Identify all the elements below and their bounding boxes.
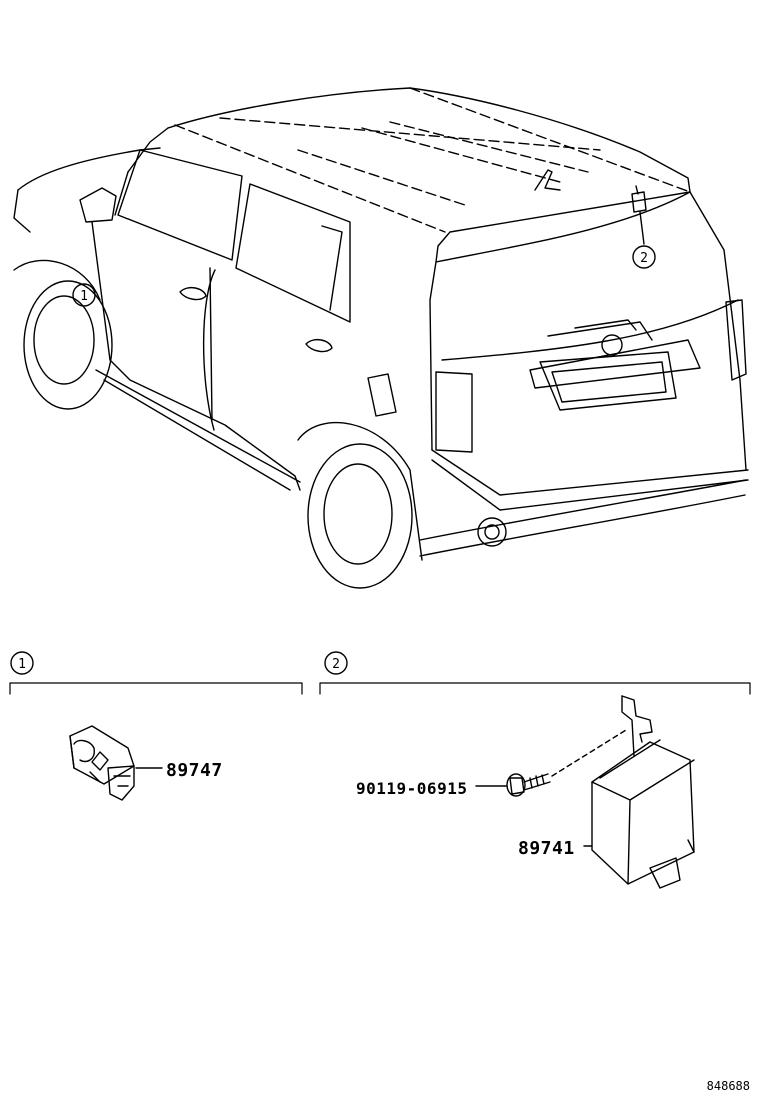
section-1-bracket	[9, 682, 303, 695]
sensor-89747-illustration	[69, 725, 135, 801]
callout-1-on-vehicle	[72, 283, 96, 307]
figure-id: 848688	[707, 1079, 750, 1093]
bolt-90119-06915-illustration	[506, 773, 551, 797]
callout-2-on-vehicle	[632, 245, 656, 269]
module-89741-illustration	[591, 695, 695, 889]
callout-2-label-vehicle: 2	[640, 251, 648, 266]
callout-1-section	[10, 651, 34, 675]
callout-1-label-section: 1	[18, 657, 26, 672]
section-2-bracket	[319, 682, 751, 695]
callout-2-section	[324, 651, 348, 675]
bolt-assembly-line	[551, 729, 627, 777]
part-number-89741: 89741	[518, 838, 575, 859]
part-number-89747: 89747	[166, 760, 223, 781]
leader-callout-2	[639, 211, 645, 245]
callout-1-label-vehicle: 1	[80, 289, 88, 304]
callout-2-label-section: 2	[332, 657, 340, 672]
vehicle-illustration	[13, 87, 749, 589]
part-number-90119-06915: 90119-06915	[356, 779, 467, 798]
